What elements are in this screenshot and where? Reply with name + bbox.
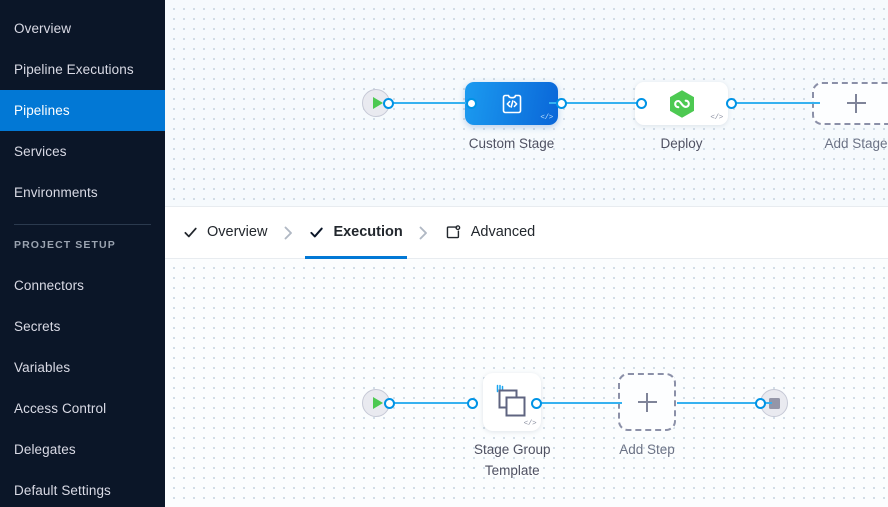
sidebar-item-label: Connectors [14,278,85,293]
add-stage-node[interactable]: Add Stage [812,82,888,155]
stage-box[interactable]: </> [635,82,728,125]
add-step-node[interactable]: Add Step [618,373,676,461]
add-step-button[interactable] [618,373,676,431]
step-start-node[interactable] [362,389,390,417]
port-custom-stage-in[interactable] [466,98,477,109]
sidebar-item-label: Access Control [14,401,107,416]
sidebar: Overview Pipeline Executions Pipelines S… [0,0,165,507]
port-deploy-out[interactable] [726,98,737,109]
gear-box-icon [446,225,461,239]
check-icon [310,227,324,238]
port-step-end-in[interactable] [755,398,766,409]
stage-canvas[interactable]: </> Custom Stage </> Deploy [165,0,888,206]
add-stage-button[interactable] [812,82,888,125]
sidebar-item-label: Default Settings [14,483,111,498]
sidebar-divider [14,224,151,225]
chevron-right-icon [271,225,305,241]
port-custom-stage-out[interactable] [556,98,567,109]
code-badge: </> [523,420,537,428]
sidebar-item-environments[interactable]: Environments [0,172,165,213]
stage-label: Deploy [660,136,703,151]
sidebar-item-label: Services [14,144,67,159]
sidebar-item-label: Delegates [14,442,76,457]
sidebar-item-label: Environments [14,185,98,200]
plus-icon [846,94,866,113]
stage-node-custom-stage[interactable]: </> Custom Stage [465,82,558,155]
port-start-out[interactable] [383,98,394,109]
template-layers-icon [497,384,526,417]
wire-start-to-custom-stage [387,102,477,105]
sidebar-item-default-settings[interactable]: Default Settings [0,470,165,507]
stage-label: Custom Stage [468,136,555,151]
stop-icon [768,397,780,409]
play-icon [372,397,383,409]
custom-stage-code-icon [502,94,521,113]
add-step-label: Add Step [619,442,675,457]
sidebar-item-overview[interactable]: Overview [0,8,165,49]
sidebar-item-access-control[interactable]: Access Control [0,388,165,429]
port-template-in[interactable] [467,398,478,409]
chevron-right-glyph [419,226,428,239]
tab-overview[interactable]: Overview [179,207,271,259]
step-canvas[interactable]: </> Stage Group Template Add Step [165,259,888,507]
step-label: Stage Group Template [474,442,551,478]
tab-label: Execution [333,224,403,241]
tab-label: Advanced [470,224,536,241]
add-stage-label: Add Stage [824,136,888,151]
sidebar-item-label: Pipelines [14,103,70,118]
port-template-out[interactable] [531,398,542,409]
chevron-right-glyph [284,226,292,239]
sidebar-item-label: Secrets [14,319,61,334]
port-deploy-in[interactable] [636,98,647,109]
sidebar-item-label: Pipeline Executions [14,62,134,77]
port-step-start-out[interactable] [384,398,395,409]
sidebar-item-connectors[interactable]: Connectors [0,265,165,306]
start-circle [362,389,390,417]
deploy-hexagon-icon [669,89,694,118]
chevron-right-icon [407,225,441,241]
tab-execution[interactable]: Execution [305,207,408,259]
sidebar-item-label: Variables [14,360,71,375]
stage-box[interactable]: </> [465,82,558,125]
wire-start-to-template [388,402,478,405]
stage-node-deploy[interactable]: </> Deploy [635,82,728,155]
tab-advanced[interactable]: Advanced [441,207,540,259]
sidebar-item-pipeline-executions[interactable]: Pipeline Executions [0,49,165,90]
check-icon [184,227,197,238]
sidebar-section-project-setup: PROJECT SETUP [14,239,116,251]
sidebar-item-variables[interactable]: Variables [0,347,165,388]
code-badge: </> [710,114,723,122]
sidebar-item-services[interactable]: Services [0,131,165,172]
wire-deploy-to-add-stage [728,102,820,105]
tab-label: Overview [207,224,268,241]
sidebar-item-secrets[interactable]: Secrets [0,306,165,347]
plus-icon [637,392,657,412]
sidebar-item-label: Overview [14,21,72,36]
wire-template-to-add-step [540,402,622,405]
wire-add-step-to-end [677,402,772,405]
step-node-stage-group-template[interactable]: </> Stage Group Template [474,373,551,482]
wire-custom-stage-to-deploy [549,102,647,105]
main-content: </> Custom Stage </> Deploy [165,0,888,507]
play-icon [372,97,383,109]
code-badge: </> [540,114,553,122]
step-tab-bar: Overview Execution [165,206,888,259]
sidebar-item-pipelines[interactable]: Pipelines [0,90,165,131]
sidebar-item-delegates[interactable]: Delegates [0,429,165,470]
